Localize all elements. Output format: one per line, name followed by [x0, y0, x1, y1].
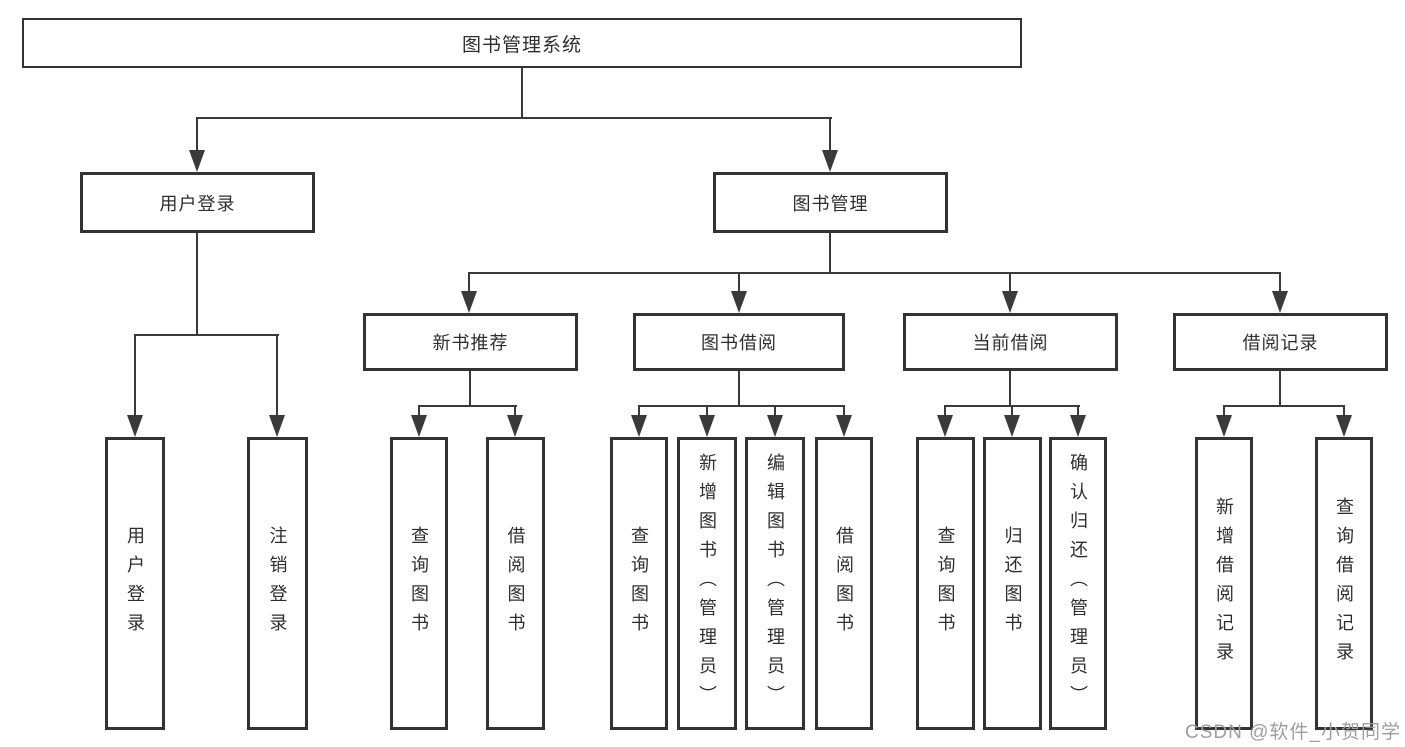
arrowhead-down-icon — [1216, 415, 1232, 437]
connector-borrow-stem — [738, 371, 740, 407]
connector-to-leaf — [1077, 405, 1079, 417]
arrowhead-down-icon — [127, 415, 143, 437]
connector-borrow-bar — [638, 405, 845, 407]
connector-to-records — [1279, 272, 1281, 293]
connector-to-new-book — [468, 272, 470, 293]
arrowhead-down-icon — [411, 415, 427, 437]
connector-book-mgmt-bar — [468, 272, 1281, 274]
arrowhead-down-icon — [1336, 415, 1352, 437]
connector-to-leaf — [774, 405, 776, 417]
arrowhead-down-icon — [767, 415, 783, 437]
arrowhead-down-icon — [822, 150, 838, 172]
watermark: CSDN @软件_小贺同学 — [1185, 722, 1401, 743]
connector-new-book-stem — [469, 371, 471, 407]
connector-to-borrow — [738, 272, 740, 293]
node-leaf-current-query: 查询图书 — [916, 437, 975, 730]
arrowhead-down-icon — [836, 415, 852, 437]
connector-to-leaf — [418, 405, 420, 417]
node-leaf-records-add: 新增借阅记录 — [1195, 437, 1253, 730]
node-leaf-user-login: 用户登录 — [105, 437, 165, 730]
connector-to-leaf — [276, 334, 278, 417]
connector-book-mgmt-stem — [829, 233, 831, 274]
connector-to-book-management — [829, 117, 831, 152]
node-leaf-borrow-borrow: 借阅图书 — [815, 437, 873, 730]
arrowhead-down-icon — [1070, 415, 1086, 437]
node-leaf-logout: 注销登录 — [247, 437, 308, 730]
node-current-borrow: 当前借阅 — [903, 313, 1118, 371]
node-leaf-borrow-add-admin: 新增图书（管理员） — [677, 437, 737, 730]
node-leaf-current-confirm-admin: 确认归还（管理员） — [1049, 437, 1107, 730]
arrowhead-down-icon — [631, 415, 647, 437]
node-borrow-records: 借阅记录 — [1173, 313, 1388, 371]
connector-root-bar — [196, 117, 832, 119]
connector-to-leaf — [1223, 405, 1225, 417]
node-new-book-recommend: 新书推荐 — [363, 313, 578, 371]
connector-to-leaf — [843, 405, 845, 417]
connector-user-login-bar — [134, 334, 279, 336]
connector-new-book-bar — [418, 405, 517, 407]
connector-to-leaf — [944, 405, 946, 417]
connector-user-login-stem — [196, 233, 198, 336]
connector-to-leaf — [638, 405, 640, 417]
arrowhead-down-icon — [507, 415, 523, 437]
node-leaf-newbook-borrow: 借阅图书 — [486, 437, 545, 730]
connector-to-user-login — [196, 117, 198, 152]
node-root-system: 图书管理系统 — [22, 18, 1022, 68]
node-leaf-records-query: 查询借阅记录 — [1315, 437, 1373, 730]
node-leaf-newbook-query: 查询图书 — [390, 437, 448, 730]
connector-to-leaf — [706, 405, 708, 417]
connector-root-stem — [521, 68, 523, 118]
connector-to-leaf — [514, 405, 516, 417]
arrowhead-down-icon — [1004, 415, 1020, 437]
connector-to-current — [1009, 272, 1011, 293]
connector-records-stem — [1279, 371, 1281, 407]
connector-records-bar — [1223, 405, 1345, 407]
node-leaf-borrow-edit-admin: 编辑图书（管理员） — [745, 437, 805, 730]
node-book-borrow: 图书借阅 — [633, 313, 845, 371]
connector-to-leaf — [134, 334, 136, 417]
node-book-management: 图书管理 — [713, 172, 948, 233]
arrowhead-down-icon — [731, 291, 747, 313]
arrowhead-down-icon — [189, 150, 205, 172]
arrowhead-down-icon — [461, 291, 477, 313]
arrowhead-down-icon — [937, 415, 953, 437]
node-leaf-borrow-query: 查询图书 — [610, 437, 668, 730]
arrowhead-down-icon — [699, 415, 715, 437]
node-user-login: 用户登录 — [80, 172, 315, 233]
arrowhead-down-icon — [1002, 291, 1018, 313]
connector-to-leaf — [1343, 405, 1345, 417]
connector-to-leaf — [1011, 405, 1013, 417]
arrowhead-down-icon — [269, 415, 285, 437]
connector-current-stem — [1009, 371, 1011, 407]
node-leaf-current-return: 归还图书 — [983, 437, 1042, 730]
arrowhead-down-icon — [1272, 291, 1288, 313]
